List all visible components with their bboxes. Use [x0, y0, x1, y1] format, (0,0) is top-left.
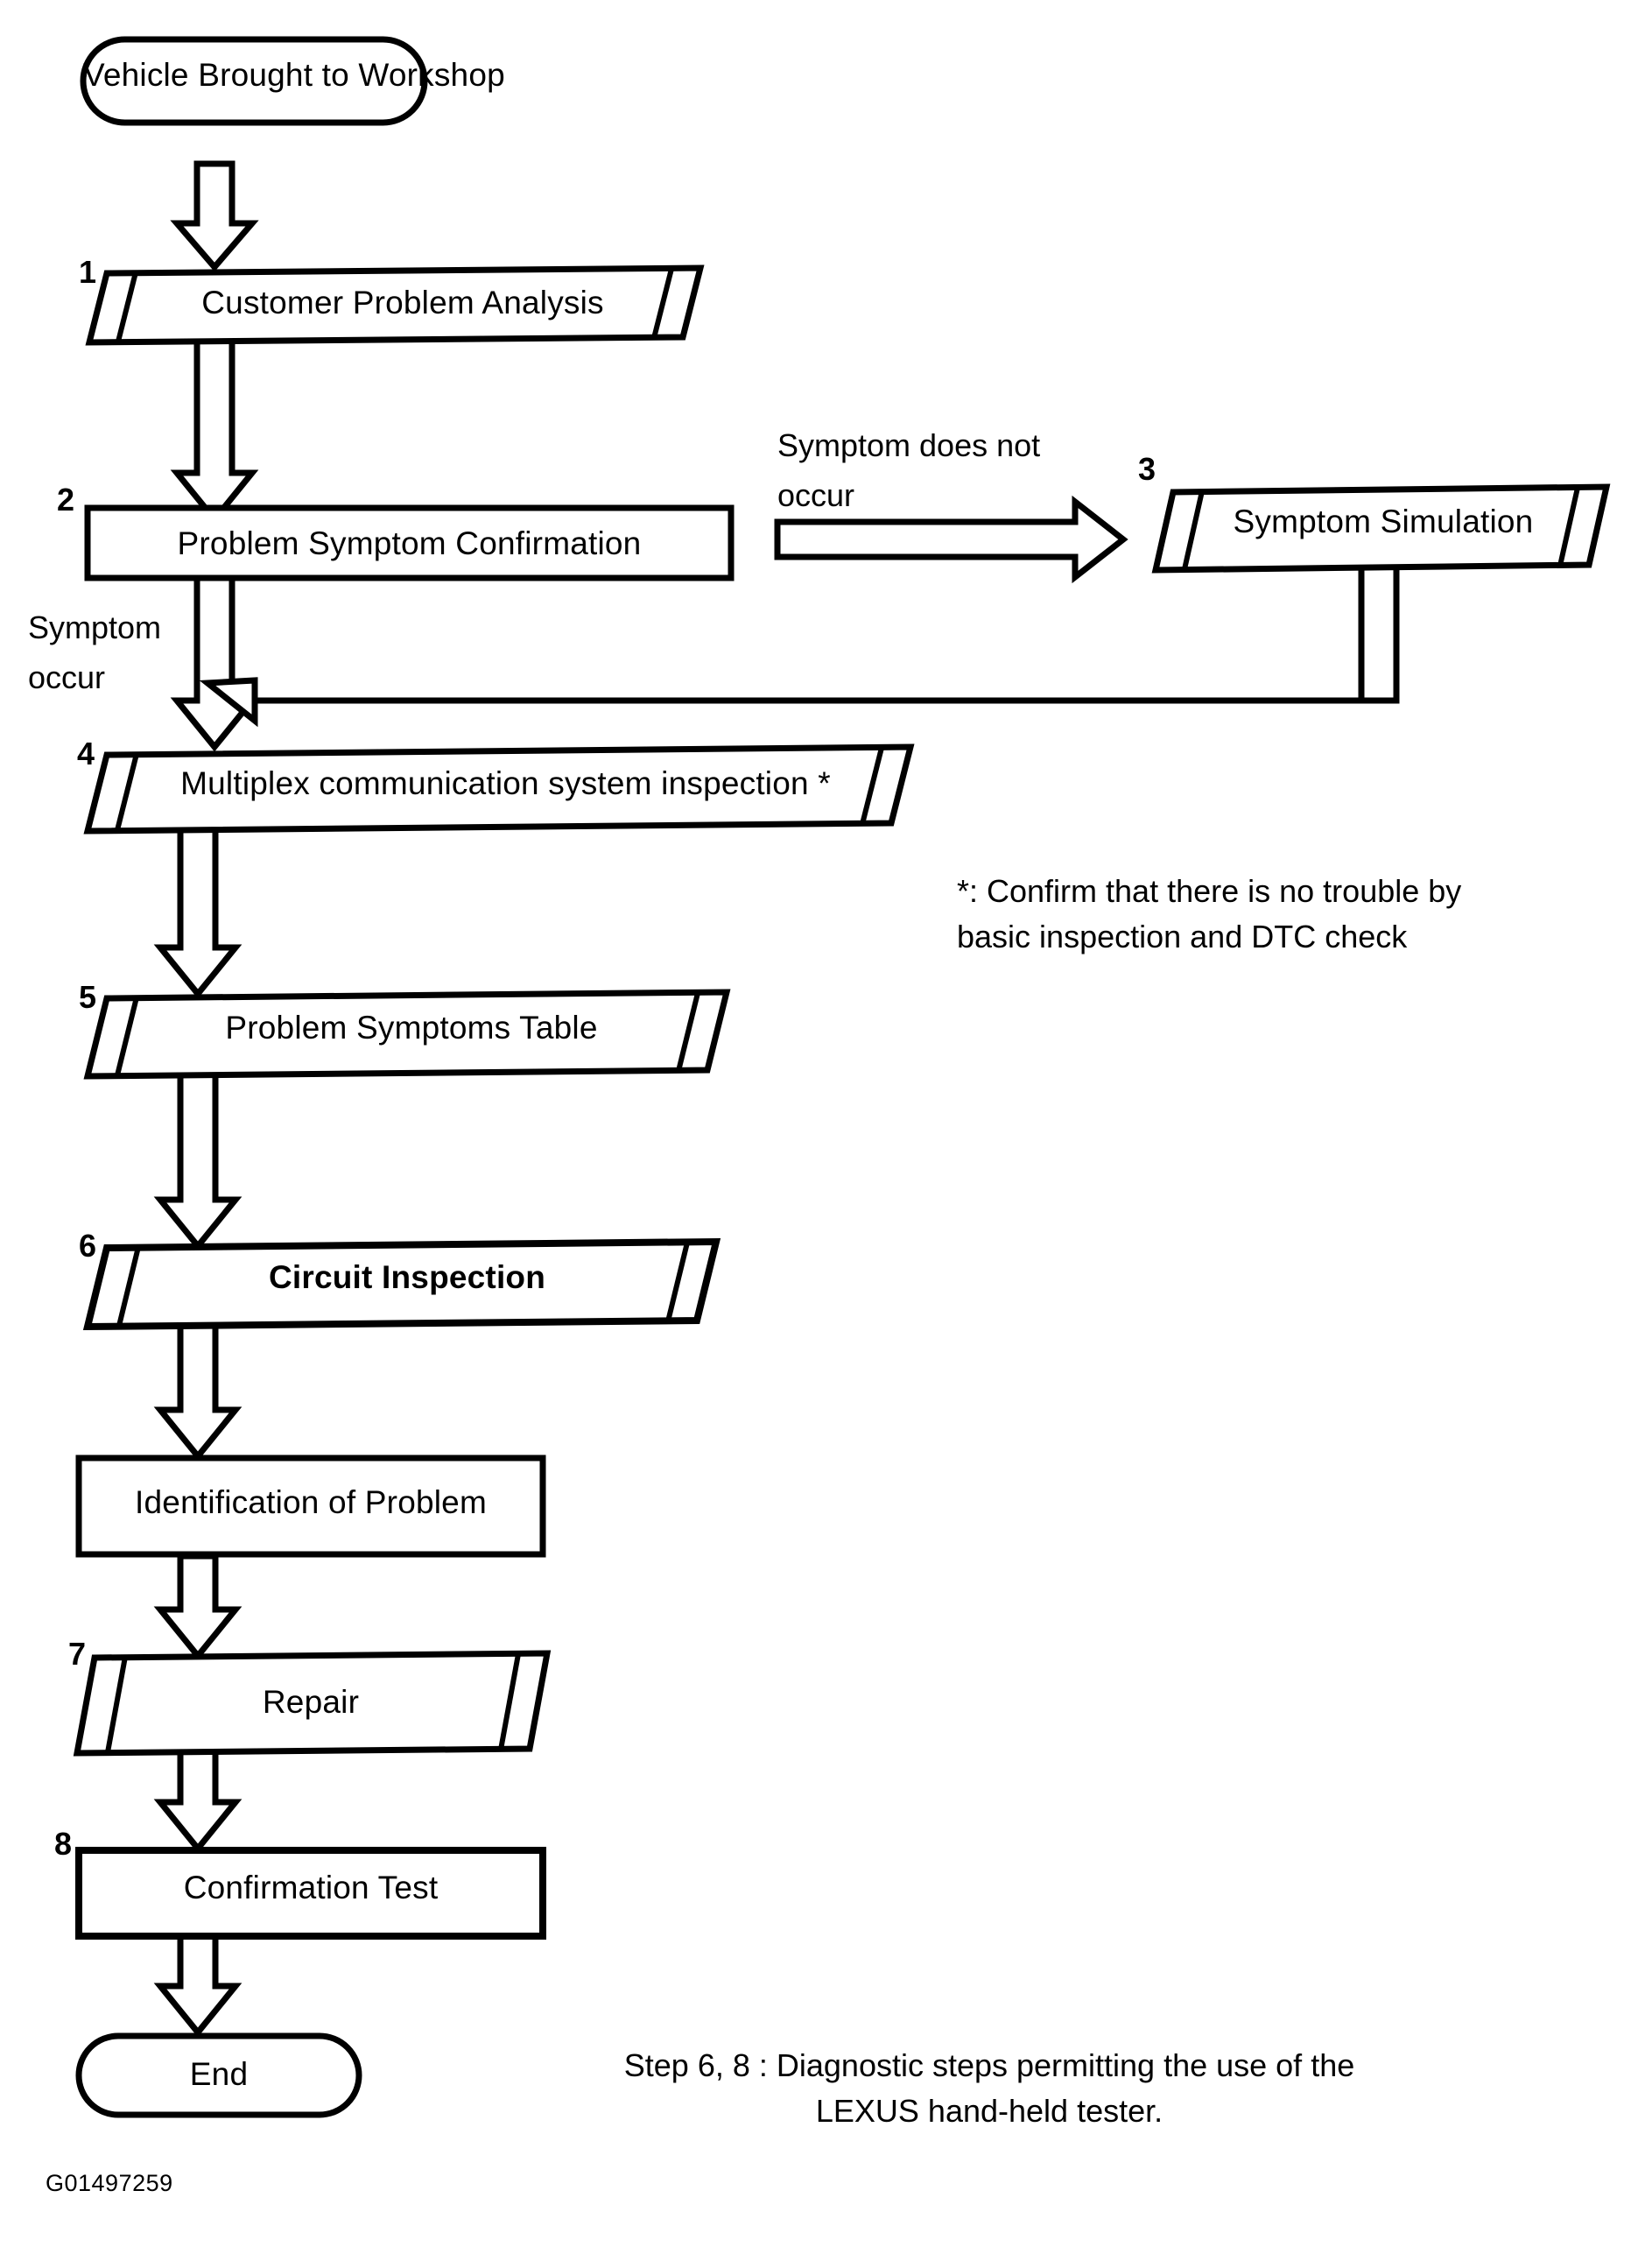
step-number-1: 1	[79, 254, 97, 290]
node-step2-label: Problem Symptom Confirmation	[177, 525, 642, 561]
node-step4-label: Multiplex communication system inspectio…	[180, 765, 831, 801]
edge-label-symptom-occur-line1: Symptom	[28, 609, 162, 645]
node-step4-shape	[83, 743, 915, 835]
node-identification-label: Identification of Problem	[135, 1484, 487, 1520]
arrow-step2-to-step4	[170, 574, 259, 752]
footer-note-line1: Step 6, 8 : Diagnostic steps permitting …	[623, 2047, 1355, 2083]
arrow-step5-to-step6	[153, 1069, 243, 1251]
node-identification-shape	[75, 1455, 546, 1558]
footnote-asterisk-line1: *: Confirm that there is no trouble by	[957, 873, 1462, 909]
arrow-start-to-step1	[170, 160, 259, 272]
figure-id: G01497259	[46, 2170, 173, 2196]
arrow-step3-feedback-loop	[199, 561, 1400, 728]
node-step1-shape	[85, 264, 705, 346]
step-number-2: 2	[57, 482, 75, 518]
node-step6-label: Circuit Inspection	[268, 1259, 546, 1295]
node-step7-shape	[73, 1650, 552, 1757]
edge-label-symptom-does-not-occur-line1: Symptom does not	[777, 427, 1041, 463]
step-number-5: 5	[79, 979, 97, 1015]
node-step5-label: Problem Symptoms Table	[225, 1010, 598, 1046]
footer-note-line2: LEXUS hand-held tester.	[815, 2093, 1163, 2129]
node-start-shape	[80, 36, 428, 126]
node-start-label: Vehicle Brought to Workshop	[83, 57, 505, 93]
node-step3-label: Symptom Simulation	[1233, 504, 1534, 539]
node-end-label: End	[189, 2056, 249, 2092]
step-number-8: 8	[54, 1826, 73, 1862]
node-step6-shape	[82, 1237, 721, 1331]
node-step8-shape	[75, 1847, 546, 1940]
node-step1-label: Customer Problem Analysis	[201, 285, 604, 320]
step-number-7: 7	[68, 1636, 87, 1672]
arrow-step2-to-step3	[774, 495, 1128, 584]
node-end-shape	[75, 2032, 362, 2118]
edge-label-symptom-occur-line2: occur	[28, 659, 106, 695]
step-number-4: 4	[77, 736, 95, 771]
arrow-step8-to-end	[153, 1932, 243, 2038]
arrow-step7-to-step8	[153, 1746, 243, 1854]
step-number-3: 3	[1138, 451, 1156, 487]
arrow-step1-to-step2	[170, 336, 259, 525]
arrow-identification-to-step7	[153, 1553, 243, 1661]
arrow-step4-to-step5	[153, 820, 243, 999]
node-step5-shape	[83, 989, 731, 1080]
arrow-step6-to-identification	[153, 1319, 243, 1462]
footnote-asterisk-line2: basic inspection and DTC check	[957, 919, 1408, 954]
node-step7-label: Repair	[262, 1684, 360, 1720]
edge-label-symptom-does-not-occur-line2: occur	[777, 477, 855, 513]
node-step8-label: Confirmation Test	[183, 1870, 439, 1905]
node-step2-shape	[84, 504, 735, 581]
step-number-6: 6	[79, 1228, 97, 1264]
node-step3-shape	[1151, 483, 1611, 574]
